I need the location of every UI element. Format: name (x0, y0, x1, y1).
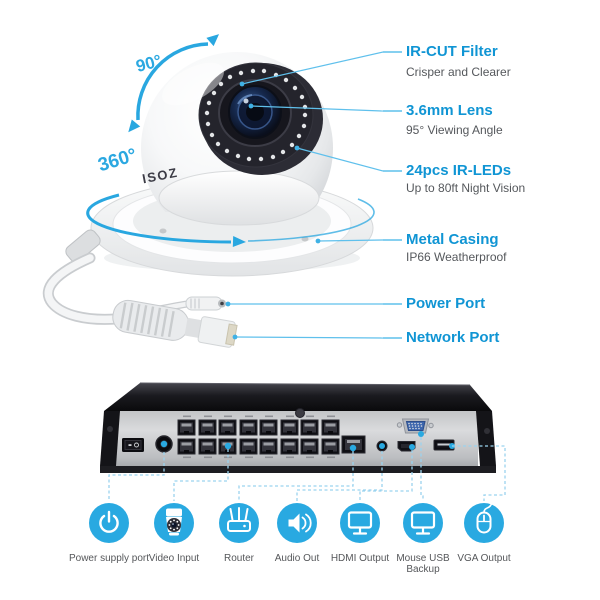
callout-endpoint-dots (225, 81, 321, 340)
nvr-bottom-strip (100, 466, 496, 473)
camera-icon (154, 503, 194, 543)
monitor-icon (340, 503, 380, 543)
callout-title-ircut: IR-CUT Filter (406, 43, 498, 60)
callout-sub-lens: 95° Viewing Angle (406, 123, 503, 137)
legend-label-power-supply: Power supply port (68, 553, 150, 564)
dome-camera (90, 52, 374, 277)
power-connector (185, 296, 226, 311)
camera-pigtail-cable (42, 229, 238, 348)
callout-title-network-port: Network Port (406, 329, 500, 346)
legend-label-router: Router (223, 553, 254, 564)
power-icon (89, 503, 129, 543)
network-connector (112, 299, 238, 348)
speaker-icon (277, 503, 317, 543)
poe-port-block (177, 415, 340, 459)
legend-label-video-input: Video Input (148, 553, 200, 564)
port-label-ticks (183, 415, 335, 459)
tilt-arrow-90 (128, 34, 220, 133)
nvr-top-case (104, 383, 492, 411)
callout-lines (228, 51, 402, 339)
legend-connection-lines (108, 437, 506, 501)
vga-port (396, 418, 434, 434)
nvr-left-edge (100, 411, 120, 466)
legend-icon-row (89, 498, 504, 543)
power-switch (122, 438, 144, 452)
ir-led-ring (204, 68, 308, 162)
callout-title-irleds: 24pcs IR-LEDs (406, 162, 512, 179)
mouse-icon (464, 498, 504, 543)
main-cable (44, 254, 120, 324)
legend-label-mouse-usb: Mouse USB Backup (396, 553, 450, 575)
nvr-recorder (100, 382, 496, 473)
nvr-right-edge (476, 411, 496, 466)
legend-label-audio-out: Audio Out (274, 553, 320, 564)
callout-sub-irleds: Up to 80ft Night Vision (406, 181, 526, 195)
callout-title-lens: 3.6mm Lens (406, 102, 493, 119)
dome-highlight (162, 62, 224, 106)
pan-arrow-360 (86, 193, 375, 247)
callout-sub-casing: IP66 Weatherproof (406, 250, 507, 264)
callout-title-power-port: Power Port (406, 295, 486, 312)
router-icon (219, 503, 259, 543)
lens-highlight (237, 94, 253, 105)
usb-port (433, 439, 455, 451)
legend-label-hdmi-output: HDMI Output (330, 553, 390, 564)
dome-trim-ring (158, 170, 320, 226)
monitor-icon (403, 503, 443, 543)
panel-screw (295, 408, 305, 418)
callout-sub-ircut: Crisper and Clearer (406, 65, 511, 79)
callout-title-casing: Metal Casing (406, 231, 499, 248)
legend-label-vga-output: VGA Output (457, 553, 511, 564)
base-screw (159, 228, 167, 234)
lens-glint (243, 98, 249, 104)
